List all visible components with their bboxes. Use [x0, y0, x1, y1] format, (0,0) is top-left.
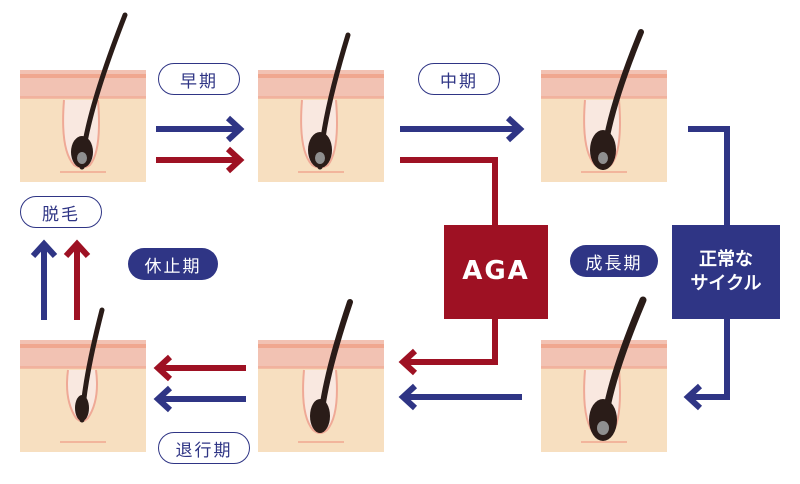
- arrow-shedding-blue: [30, 239, 58, 320]
- normal-cycle-line1: 正常な: [699, 248, 753, 270]
- arrow-regression-red: [153, 354, 246, 382]
- skin-panel-regression: [258, 299, 384, 452]
- skin-panel-resting: [20, 307, 146, 452]
- skin-panel-middle: [258, 32, 384, 182]
- arrow-aga-exit: [398, 318, 498, 376]
- normal-cycle-box: 正常な サイクル: [672, 225, 780, 319]
- regression-label: 退行期: [158, 432, 250, 464]
- resting-label: 休止期: [128, 248, 218, 280]
- arrow-early-blue: [156, 115, 245, 143]
- arrow-normal-exit: [683, 318, 730, 411]
- arrow-regression-blue: [153, 385, 246, 413]
- arrow-middle-blue: [400, 115, 525, 143]
- skin-panel-early: [20, 12, 146, 182]
- aga-label: AGA: [462, 256, 530, 287]
- skin-panel-mature: [541, 29, 667, 182]
- skin-panel-growth: [541, 296, 667, 452]
- growth-label: 成長期: [570, 245, 658, 277]
- arrow-early-red: [156, 146, 245, 174]
- arrow-growth-blue: [398, 383, 522, 411]
- early-label: 早期: [158, 63, 240, 95]
- arrow-normal-entry: [688, 126, 730, 226]
- middle-label: 中期: [418, 63, 500, 95]
- aga-box: AGA: [444, 225, 548, 319]
- shedding-label: 脱毛: [20, 196, 102, 228]
- arrow-aga-entry: [400, 157, 498, 226]
- arrow-shedding-red: [63, 239, 91, 320]
- normal-cycle-line2: サイクル: [690, 273, 762, 294]
